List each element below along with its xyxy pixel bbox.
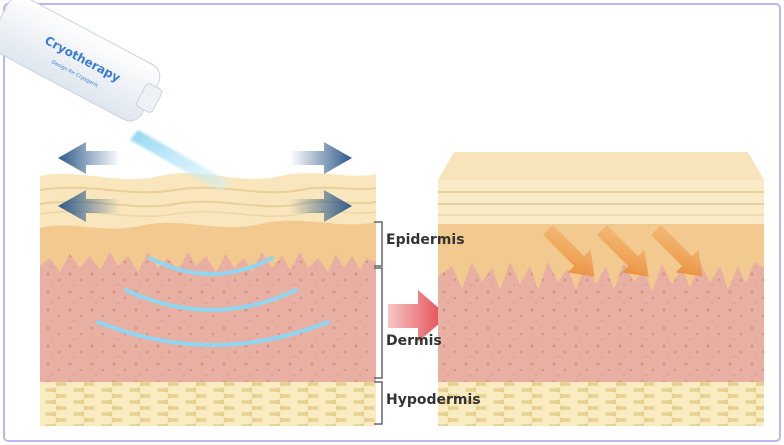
right-arrow-icon [388,290,448,342]
cryotherapy-device: Cryotherapy Design for Cryogenic [0,0,163,122]
cold-wave-3 [96,320,330,347]
cold-spray-jet [130,130,230,192]
right-epidermis [438,222,764,292]
right-skin-block [438,152,764,426]
cold-wave-1 [148,256,274,276]
epidermis-label: Epidermis [386,232,465,248]
right-surface [438,180,764,224]
cold-wave-2 [124,288,298,312]
left-dermis [40,250,376,382]
right-dermis [438,258,764,382]
right-top-face [438,152,764,180]
dermis-label: Dermis [386,333,442,349]
hypodermis-label: Hypodermis [386,392,481,408]
double-headed-arrow-icon [58,142,352,222]
left-hypodermis [40,380,376,426]
layer-brackets [374,221,383,425]
diagonal-down-arrow-icon [543,225,703,277]
frame-border [3,3,781,442]
right-hypodermis [438,380,764,426]
